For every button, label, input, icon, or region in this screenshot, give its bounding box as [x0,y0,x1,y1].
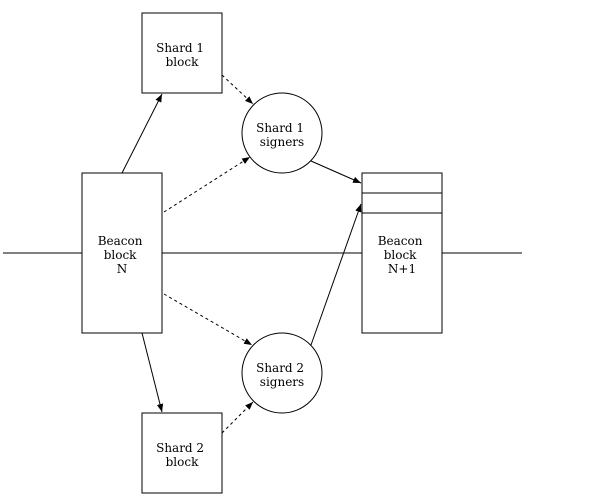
arrow-beacon-n-to-shard1-block [121,93,163,174]
shard2-block: Shard 2 block [141,412,223,494]
arrow-shard1-block-to-signers [221,74,254,105]
shard1-signers-label: Shard 1 signers [256,121,308,149]
beacon-block-n-label: Beacon block N [98,234,147,276]
shard2-signers-label: Shard 2 signers [256,361,308,389]
beacon-block-n1: Beacon block N+1 [361,172,443,334]
beacon-block-n: Beacon block N [81,172,163,334]
arrow-beacon-n-to-shard2-block [141,332,164,413]
arrow-beacon-n-to-shard2-signers [163,293,253,346]
arrow-shard2-block-to-signers [221,401,254,434]
shard2-block-label: Shard 2 block [156,441,208,469]
arrow-shard1-signers-to-beacon-n1 [310,160,362,184]
shard1-block: Shard 1 block [141,12,223,94]
arrow-shard2-signers-to-beacon-n1 [310,203,362,346]
shard1-block-label: Shard 1 block [156,41,208,69]
shard2-signers: Shard 2 signers [241,332,323,414]
arrow-beacon-n-to-shard1-signers [163,156,251,213]
beacon-block-n1-label: Beacon block N+1 [378,234,427,276]
shard1-signers: Shard 1 signers [241,92,323,174]
